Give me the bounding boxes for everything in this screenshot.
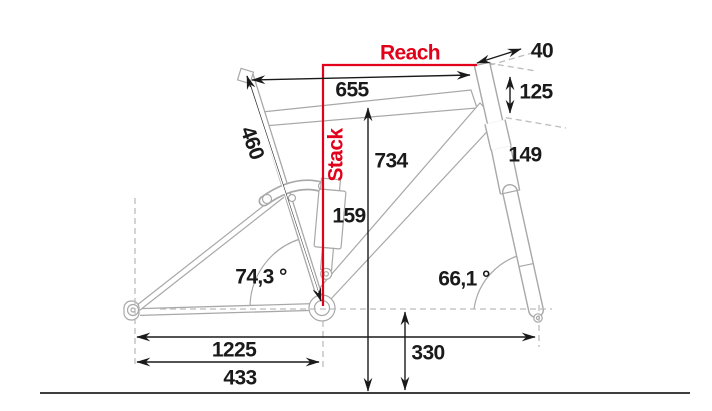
head-tube-value: 125 (519, 81, 553, 104)
front-dropout (533, 313, 543, 323)
shock-value: 159 (332, 205, 365, 228)
rocker-pivot2 (287, 193, 297, 203)
reach-label: Reach (380, 42, 440, 65)
rocker-pivot (261, 193, 273, 205)
steerer-extension-value: 40 (531, 40, 553, 63)
baseline-reference-dashes (134, 198, 552, 368)
head-angle-arc (473, 253, 525, 310)
reach-stack-lines (321, 63, 477, 306)
fork-joint-line2 (518, 262, 535, 268)
seat-angle-value: 74,3 ° (235, 266, 287, 289)
steerer-axis-extension-dash (479, 52, 533, 69)
head-angle-value: 66,1 ° (438, 268, 490, 291)
wheelbase-value: 1225 (212, 339, 257, 362)
head-tube-bottom-dash (495, 115, 567, 129)
top-tube-value: 655 (335, 79, 369, 102)
head-reference-dashes (479, 52, 567, 129)
top-tube (261, 89, 478, 127)
stack-label: Stack (325, 128, 348, 182)
fork-crown-value: 149 (508, 144, 541, 167)
dimension-lines (136, 48, 536, 392)
fork-joint-line (500, 189, 521, 195)
bb-height-value: 330 (411, 342, 444, 365)
labels: Reach Stack 655 460 734 159 40 125 149 7… (212, 40, 554, 390)
steerer-extension-dimension-line (476, 48, 522, 64)
standover-value: 734 (374, 150, 408, 173)
head-tube-top-dash (487, 62, 537, 72)
chainstay-value: 433 (223, 367, 256, 390)
seatpost-cap (236, 67, 255, 85)
